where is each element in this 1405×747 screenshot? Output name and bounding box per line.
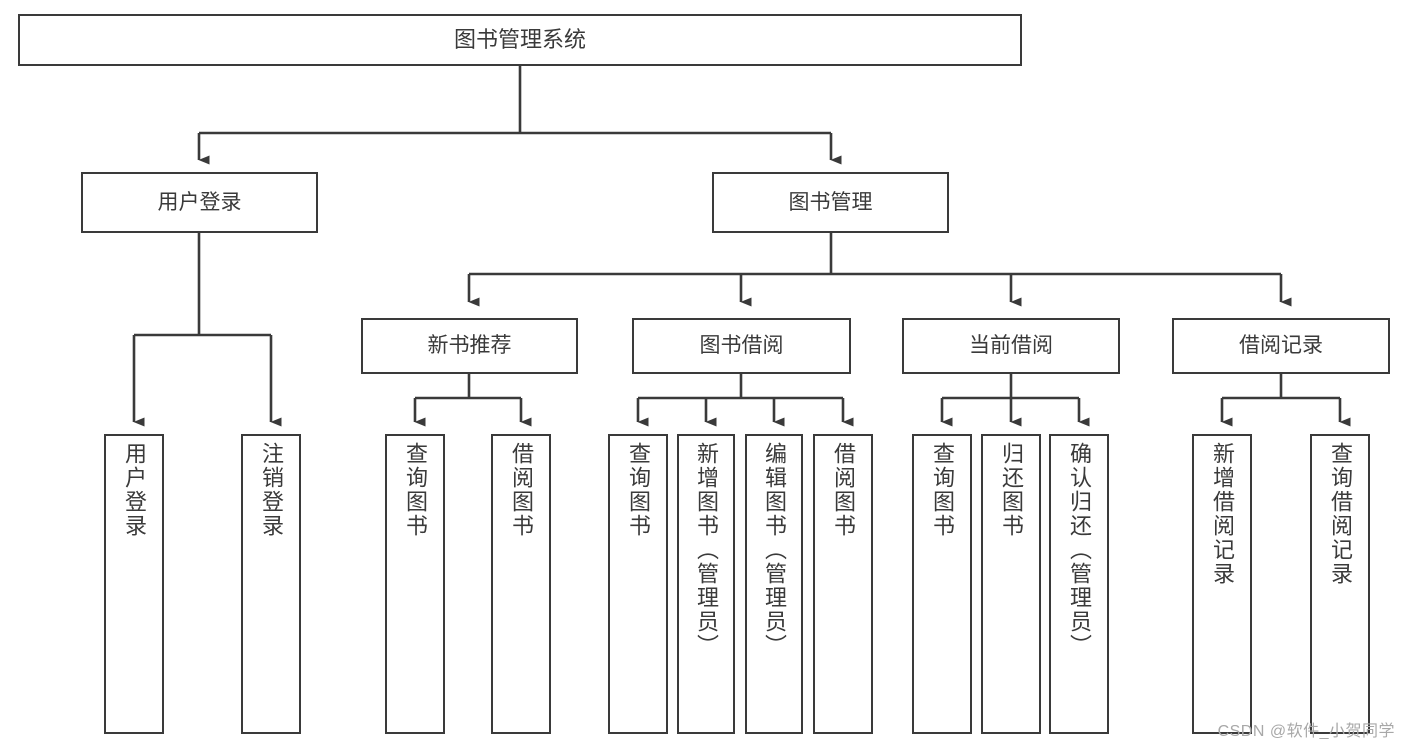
node-leaf-7[interactable]: 编辑图书（管理员） (745, 434, 803, 734)
node-leaf-6-label: 新增图书（管理员） (694, 442, 719, 658)
node-leaf-7-label: 编辑图书（管理员） (762, 442, 787, 658)
node-root-label: 图书管理系统 (453, 26, 586, 52)
node-leaf-3[interactable]: 查询图书 (385, 434, 445, 734)
node-leaf-1[interactable]: 用户登录 (104, 434, 164, 734)
node-user-login[interactable]: 用户登录 (81, 172, 318, 233)
node-leaf-2-label: 注销登录 (259, 442, 284, 538)
node-leaf-13-label: 查询借阅记录 (1328, 442, 1353, 586)
node-book-borrow-label: 图书借阅 (699, 334, 784, 358)
node-book-manage[interactable]: 图书管理 (712, 172, 949, 233)
node-leaf-4[interactable]: 借阅图书 (491, 434, 551, 734)
node-borrow-record[interactable]: 借阅记录 (1172, 318, 1390, 374)
node-leaf-11-label: 确认归还（管理员） (1067, 442, 1092, 658)
node-leaf-8-label: 借阅图书 (831, 442, 856, 538)
node-current-borrow[interactable]: 当前借阅 (902, 318, 1120, 374)
node-leaf-2[interactable]: 注销登录 (241, 434, 301, 734)
node-leaf-5-label: 查询图书 (626, 442, 651, 538)
node-current-borrow-label: 当前借阅 (969, 334, 1053, 358)
node-leaf-8[interactable]: 借阅图书 (813, 434, 873, 734)
node-new-book-rec-label: 新书推荐 (427, 334, 512, 358)
node-root[interactable]: 图书管理系统 (18, 14, 1022, 66)
node-new-book-rec[interactable]: 新书推荐 (361, 318, 578, 374)
node-leaf-11[interactable]: 确认归还（管理员） (1049, 434, 1109, 734)
node-leaf-12-label: 新增借阅记录 (1210, 442, 1235, 586)
node-borrow-record-label: 借阅记录 (1239, 334, 1323, 358)
node-leaf-5[interactable]: 查询图书 (608, 434, 668, 734)
node-book-manage-label: 图书管理 (788, 190, 873, 214)
node-leaf-10-label: 归还图书 (999, 442, 1024, 538)
node-leaf-12[interactable]: 新增借阅记录 (1192, 434, 1252, 734)
node-leaf-4-label: 借阅图书 (509, 442, 534, 538)
node-leaf-9-label: 查询图书 (930, 442, 955, 538)
node-leaf-9[interactable]: 查询图书 (912, 434, 972, 734)
node-leaf-13[interactable]: 查询借阅记录 (1310, 434, 1370, 734)
node-book-borrow[interactable]: 图书借阅 (632, 318, 851, 374)
node-leaf-6[interactable]: 新增图书（管理员） (677, 434, 735, 734)
node-leaf-3-label: 查询图书 (403, 442, 428, 538)
node-user-login-label: 用户登录 (157, 190, 242, 214)
node-leaf-10[interactable]: 归还图书 (981, 434, 1041, 734)
node-leaf-1-label: 用户登录 (122, 442, 147, 538)
